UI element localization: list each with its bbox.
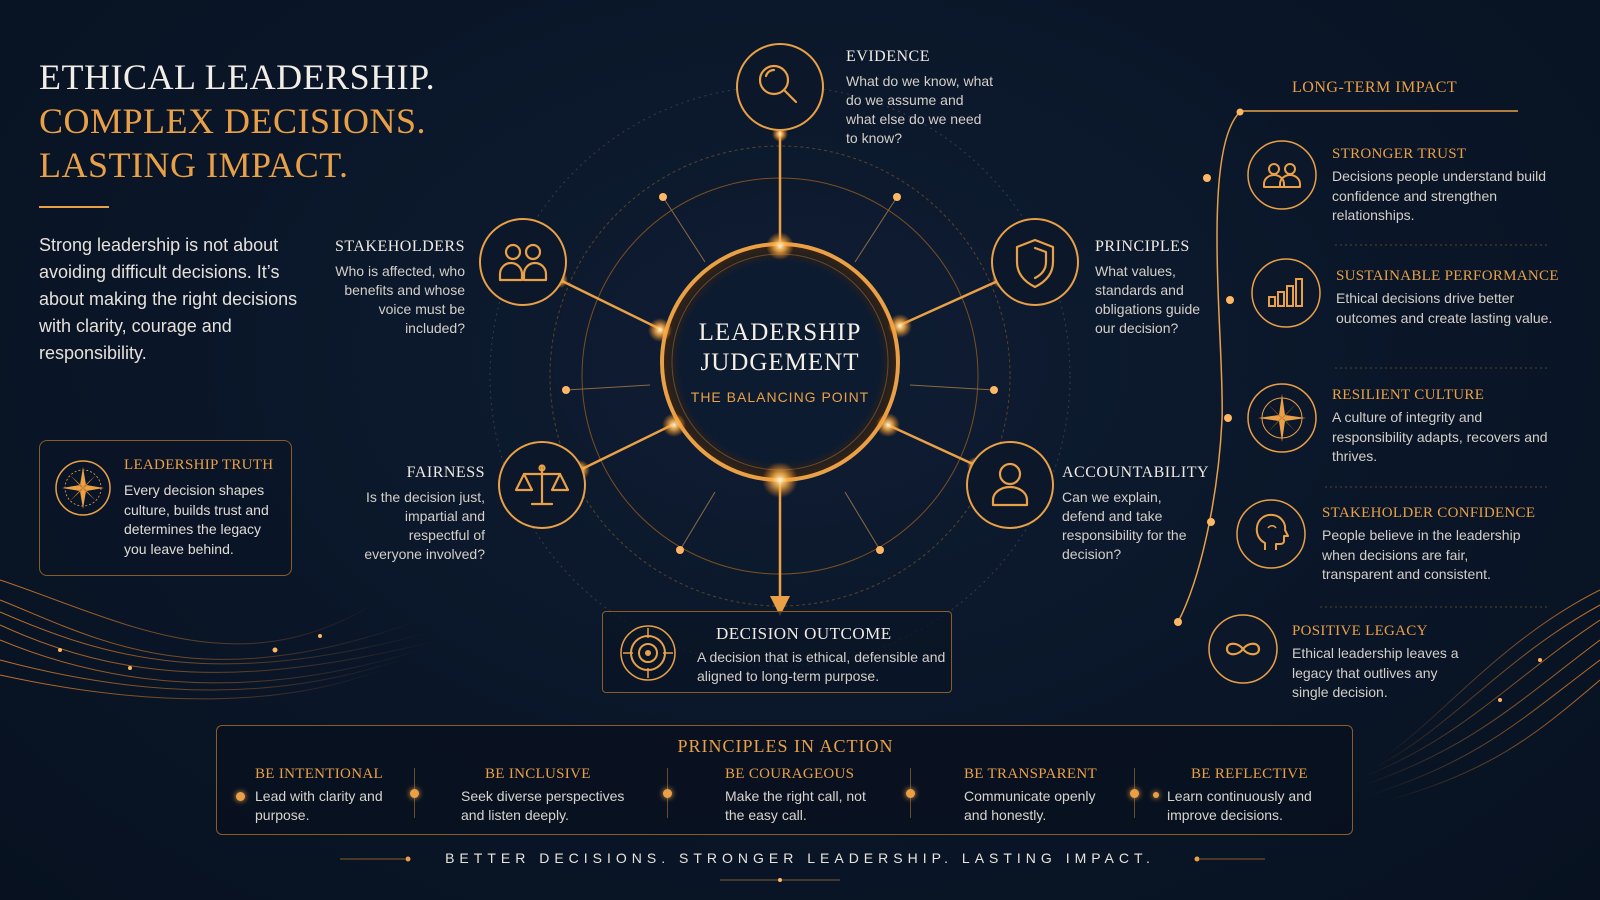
headline-line-2: COMPLEX DECISIONS. — [39, 101, 427, 141]
stakeholders-title: STAKEHOLDERS — [334, 238, 465, 255]
action-item-5: BE REFLECTIVE Learn continuously and imp… — [1167, 766, 1327, 824]
accountability-title: ACCOUNTABILITY — [1062, 464, 1210, 481]
accountability-body: Can we explain, defend and take responsi… — [1062, 489, 1187, 562]
action-item-1: BE INTENTIONAL Lead with clarity and pur… — [255, 766, 405, 824]
center-title-line-1: LEADERSHIP — [698, 319, 862, 346]
shield-icon — [1015, 238, 1055, 289]
center-title-line-2: JUDGEMENT — [700, 349, 860, 376]
impact-item-2-body: Ethical decisions drive better outcomes … — [1336, 290, 1553, 326]
principles-in-action-title: PRINCIPLES IN ACTION — [677, 736, 894, 756]
action-item-4: BE TRANSPARENT Communicate openly and ho… — [964, 766, 1114, 824]
center-title: LEADERSHIP JUDGEMENT — [660, 318, 900, 378]
action-item-1-title: BE INTENTIONAL — [255, 766, 383, 782]
action-item-5-title: BE REFLECTIVE — [1191, 766, 1308, 782]
action-bullet — [1130, 789, 1139, 798]
spoke-accountability — [887, 423, 976, 467]
impact-item-3-body: A culture of integrity and responsibilit… — [1332, 409, 1548, 464]
target-icon — [620, 625, 676, 681]
spoke-principles — [897, 278, 1001, 328]
headline: ETHICAL LEADERSHIP. COMPLEX DECISIONS. L… — [39, 55, 519, 187]
accountability-label: ACCOUNTABILITY Can we explain, defend an… — [1062, 464, 1210, 564]
intro-text: Strong leadership is not about avoiding … — [39, 235, 298, 363]
bar-chart-icon — [1251, 258, 1321, 328]
compass-star-icon — [1247, 383, 1317, 453]
head-profile-icon — [1236, 499, 1306, 569]
impact-item-1: STRONGER TRUST Decisions people understa… — [1332, 146, 1552, 226]
action-item-4-body: Communicate openly and honestly. — [964, 788, 1096, 823]
impact-item-3-title: RESILIENT CULTURE — [1332, 387, 1485, 403]
fairness-label: FAIRNESS Is the decision just, impartial… — [350, 464, 485, 564]
action-item-1-body: Lead with clarity and purpose. — [255, 788, 383, 823]
principles-label: PRINCIPLES What values, standards and ob… — [1095, 238, 1215, 338]
principles-node — [991, 218, 1079, 306]
principles-title: PRINCIPLES — [1095, 238, 1190, 255]
stakeholders-label: STAKEHOLDERS Who is affected, who benefi… — [322, 238, 465, 338]
magnifier-icon — [758, 64, 798, 104]
people-icon — [498, 243, 548, 282]
action-bullet — [410, 789, 419, 798]
action-item-4-title: BE TRANSPARENT — [964, 766, 1097, 782]
action-item-2-body: Seek diverse perspectives and listen dee… — [461, 788, 625, 823]
fairness-body: Is the decision just, impartial and resp… — [364, 489, 485, 562]
action-item-3-title: BE COURAGEOUS — [725, 766, 855, 782]
evidence-body: What do we know, what do we assume and w… — [846, 73, 994, 146]
stakeholders-node — [479, 218, 567, 306]
spoke-stakeholders — [559, 278, 663, 332]
outer-ring — [489, 85, 1071, 667]
compass-icon — [55, 460, 111, 516]
principles-in-action-box: PRINCIPLES IN ACTION BE INTENTIONAL Lead… — [216, 725, 1353, 835]
impact-item-2-title: SUSTAINABLE PERFORMANCE — [1336, 268, 1559, 284]
stakeholders-body: Who is affected, who benefits and whose … — [335, 263, 465, 336]
evidence-node — [736, 43, 824, 131]
headline-line-1: ETHICAL LEADERSHIP. — [39, 57, 436, 97]
impact-item-2: SUSTAINABLE PERFORMANCE Ethical decision… — [1336, 268, 1559, 328]
action-item-3-body: Make the right call, not the easy call. — [725, 788, 866, 823]
spoke-fairness — [579, 423, 673, 472]
impact-item-4: STAKEHOLDER CONFIDENCE People believe in… — [1322, 505, 1535, 585]
action-bullet — [663, 789, 672, 798]
leadership-truth-body: Every decision shapes culture, builds tr… — [124, 482, 269, 557]
center-subtitle: THE BALANCING POINT — [690, 389, 870, 405]
action-item-5-body: Learn continuously and improve decisions… — [1167, 788, 1312, 823]
evidence-label: EVIDENCE What do we know, what do we ass… — [846, 48, 996, 148]
action-bullet — [906, 789, 915, 798]
action-item-2-title: BE INCLUSIVE — [485, 766, 591, 782]
group-icon — [1247, 140, 1317, 210]
decision-outcome-body: A decision that is ethical, defensible a… — [697, 649, 946, 684]
impact-item-1-title: STRONGER TRUST — [1332, 146, 1467, 162]
impact-item-5-title: POSITIVE LEGACY — [1292, 623, 1428, 639]
impact-item-4-body: People believe in the leadership when de… — [1322, 527, 1521, 582]
impact-item-1-body: Decisions people understand build confid… — [1332, 168, 1547, 223]
scales-icon — [514, 464, 570, 506]
action-item-3: BE COURAGEOUS Make the right call, not t… — [725, 766, 875, 824]
impact-item-3: RESILIENT CULTURE A culture of integrity… — [1332, 387, 1552, 467]
principles-body: What values, standards and obligations g… — [1095, 263, 1201, 336]
leadership-truth-title: LEADERSHIP TRUTH — [124, 457, 274, 473]
leadership-truth-card: LEADERSHIP TRUTH Every decision shapes c… — [39, 440, 292, 576]
person-icon — [991, 462, 1029, 507]
tagline: BETTER DECISIONS. STRONGER LEADERSHIP. L… — [445, 850, 1155, 866]
impact-item-5-body: Ethical leadership leaves a legacy that … — [1292, 645, 1459, 700]
impact-item-5: POSITIVE LEGACY Ethical leadership leave… — [1292, 623, 1467, 703]
impact-item-4-title: STAKEHOLDER CONFIDENCE — [1322, 505, 1536, 521]
fairness-title: FAIRNESS — [406, 464, 485, 481]
action-bullet — [236, 792, 245, 801]
headline-line-3: LASTING IMPACT. — [39, 145, 349, 185]
long-term-impact-title: LONG-TERM IMPACT — [1292, 79, 1458, 96]
evidence-title: EVIDENCE — [846, 48, 930, 65]
headline-divider — [39, 206, 109, 208]
action-bullet — [1153, 792, 1159, 798]
decision-outcome-box: DECISION OUTCOME A decision that is ethi… — [602, 611, 952, 693]
decision-outcome-title: DECISION OUTCOME — [716, 624, 892, 643]
infinity-icon — [1208, 614, 1278, 684]
action-item-2: BE INCLUSIVE Seek diverse perspectives a… — [461, 766, 641, 824]
